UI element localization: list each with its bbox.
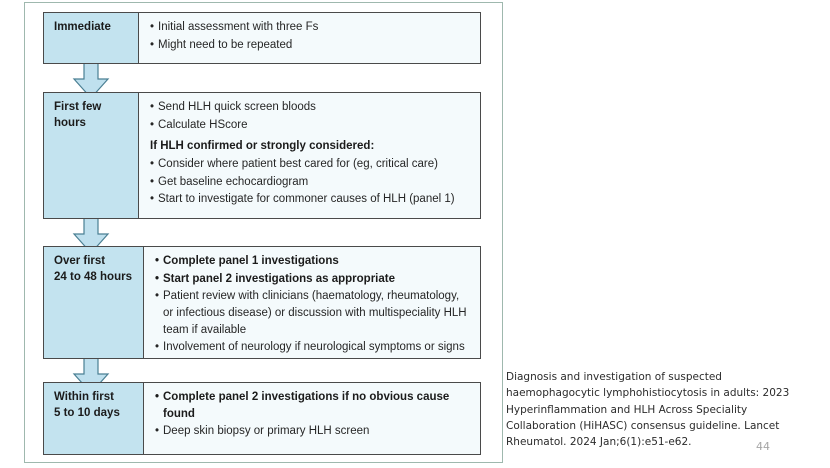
list-item: • Calculate HScore bbox=[150, 117, 470, 134]
list-item: • Start to investigate for commoner caus… bbox=[150, 191, 470, 208]
list-item: • Send HLH quick screen bloods bbox=[150, 99, 470, 116]
list-item: • Get baseline echocardiogram bbox=[150, 174, 470, 191]
list-item: • Patient review with clinicians (haemat… bbox=[155, 290, 467, 336]
bullet-icon: • bbox=[155, 341, 160, 354]
bullet-icon: • bbox=[150, 158, 155, 171]
flow-step-over-first-24-48-hours: Over first 24 to 48 hours • Complete pan… bbox=[43, 246, 481, 359]
bullet-icon: • bbox=[150, 101, 155, 113]
list-item: • Might need to be repeated bbox=[150, 37, 470, 54]
list-item: • Start panel 2 investigations as approp… bbox=[155, 271, 470, 288]
bullet-icon: • bbox=[155, 425, 160, 438]
bullet-icon: • bbox=[155, 391, 160, 403]
page-number: 44 bbox=[756, 440, 770, 453]
list-item: • Consider where patient best cared for … bbox=[150, 156, 470, 173]
flow-step-first-few-hours: First few hours • Send HLH quick screen … bbox=[43, 92, 481, 219]
bullet-icon: • bbox=[150, 193, 155, 206]
bullet-icon: • bbox=[150, 38, 155, 51]
flow-step-label-immediate: Immediate bbox=[44, 13, 139, 63]
flow-step-body-over-first-24-48-hours: • Complete panel 1 investigations • Star… bbox=[144, 247, 480, 358]
flow-step-label-first-few-hours: First few hours bbox=[44, 93, 139, 218]
list-heading: If HLH confirmed or strongly considered: bbox=[150, 140, 375, 153]
flow-step-label-within-first-5-10-days: Within first 5 to 10 days bbox=[44, 383, 144, 454]
list-item: • Initial assessment with three Fs bbox=[150, 19, 470, 36]
flow-step-within-first-5-10-days: Within first 5 to 10 days • Complete pan… bbox=[43, 382, 481, 455]
bullet-icon: • bbox=[155, 255, 160, 267]
list-item: • Deep skin biopsy or primary HLH screen bbox=[155, 423, 470, 440]
list-item: • Complete panel 2 investigations if no … bbox=[155, 391, 450, 420]
flow-step-immediate: Immediate • Initial assessment with thre… bbox=[43, 12, 481, 64]
bullet-icon: • bbox=[155, 272, 160, 285]
flow-step-body-first-few-hours: • Send HLH quick screen bloods • Calcula… bbox=[139, 93, 480, 218]
flow-step-body-within-first-5-10-days: • Complete panel 2 investigations if no … bbox=[144, 383, 480, 454]
list-item: • Involvement of neurology if neurologic… bbox=[155, 339, 470, 356]
bullet-icon: • bbox=[150, 175, 155, 188]
bullet-icon: • bbox=[150, 21, 155, 33]
figure-caption: Diagnosis and investigation of suspected… bbox=[506, 371, 790, 449]
bullet-icon: • bbox=[150, 118, 155, 131]
flow-step-label-over-first-24-48-hours: Over first 24 to 48 hours bbox=[44, 247, 144, 358]
list-item: • Complete panel 1 investigations bbox=[155, 253, 470, 270]
bullet-icon: • bbox=[155, 290, 160, 303]
flow-step-body-immediate: • Initial assessment with three Fs • Mig… bbox=[139, 13, 480, 63]
